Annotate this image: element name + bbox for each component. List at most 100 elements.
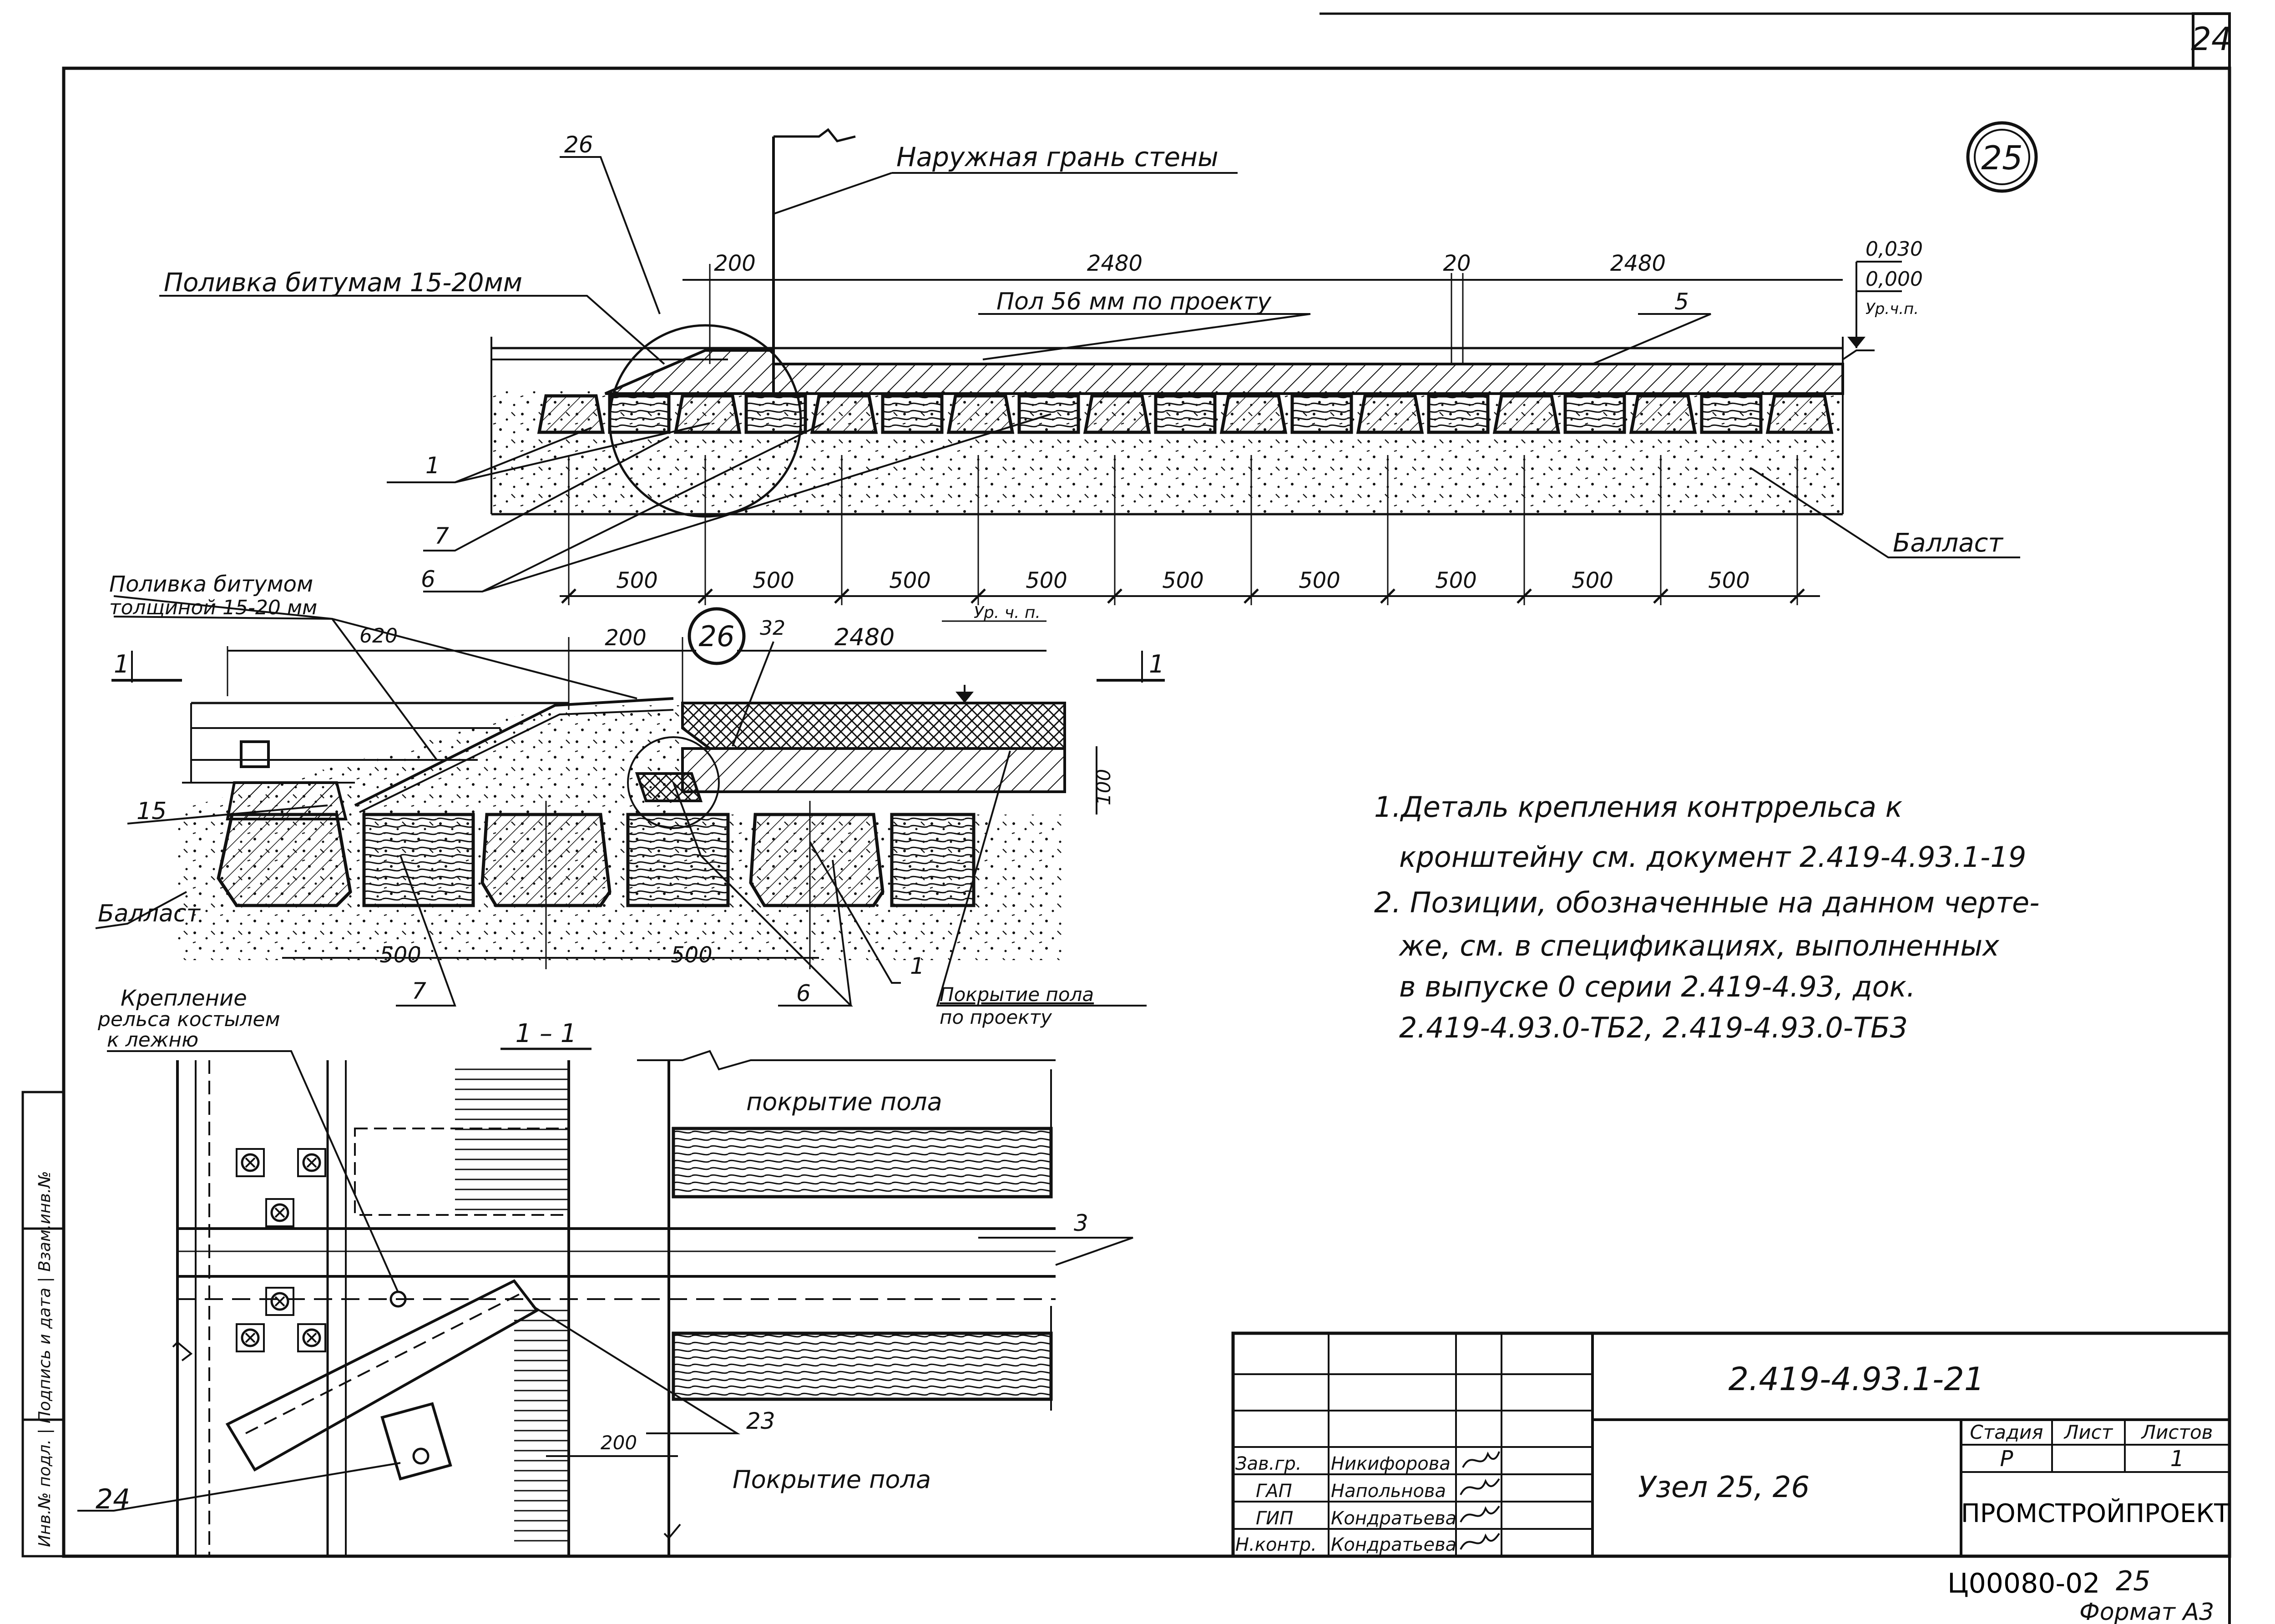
concrete-tie (1083, 394, 1151, 434)
concrete-tie (1492, 394, 1561, 434)
side-stamp-text: Инв.№ подл. | Подпись и дата | Взам.инв.… (35, 1171, 54, 1547)
level-tag-detail: Ур. ч. п. (974, 603, 1041, 622)
concrete-tie (537, 394, 605, 434)
note-line: 1.Деталь крепления контррельса к (1374, 790, 1903, 824)
floor-cover-upper: покрытие пола (746, 1088, 942, 1116)
concrete-tie (946, 394, 1015, 434)
spacing-label: 500 (1026, 568, 1067, 593)
bolt-icon (297, 1323, 326, 1352)
note-line: кронштейну см. документ 2.419-4.93.1-19 (1399, 840, 2026, 874)
wood-sleeper (1290, 394, 1353, 434)
level-000: 0,000 (1866, 268, 1923, 291)
concrete-tie (673, 394, 742, 434)
cut-mark-right: 1 (1149, 650, 1164, 678)
dim-500-b: 500 (671, 942, 713, 968)
stage-header: Стадия (1970, 1421, 2043, 1443)
dim-620: 620 (359, 624, 398, 648)
doc-code: 2.419-4.93.1-21 (1729, 1361, 1985, 1398)
note-line: же, см. в спецификациях, выполненных (1398, 929, 2000, 962)
section-1-1-title: 1 – 1 (516, 1019, 577, 1048)
wood-sleeper (1427, 394, 1490, 434)
pos-5-top: 5 (1674, 288, 1689, 315)
floor-cover-detail-2: по проекту (940, 1006, 1052, 1028)
spacing-label: 500 (753, 568, 794, 593)
bitumen-label-detail-1: Поливка битумом (109, 572, 313, 597)
drawing-title: Узел 25, 26 (1638, 1471, 1810, 1504)
person-name: Никифорова (1331, 1453, 1451, 1474)
bolt-icon (297, 1148, 326, 1177)
role-label: ГИП (1256, 1508, 1293, 1529)
pos-1-detail: 1 (910, 953, 925, 979)
person-name: Напольнова (1331, 1481, 1446, 1502)
cut-mark-left: 1 (114, 650, 129, 678)
sheets-value: 1 (2170, 1446, 2184, 1472)
ballast-label-detail: Балласт (98, 900, 201, 927)
spacing-label: 500 (1299, 568, 1340, 593)
signatures: Зав.гр. Никифорова ГАП Напольнова ГИП Ко… (1235, 1451, 1500, 1555)
wood-sleeper (1154, 394, 1217, 434)
pos-1-top: 1 (425, 452, 440, 479)
page-number: 25 (2116, 1565, 2150, 1597)
wall-face-label: Наружная грань стены (896, 142, 1218, 172)
fastening-label-2: рельса костылем (97, 1008, 280, 1031)
wood-sleeper (608, 394, 671, 434)
detail-26 (95, 595, 1165, 1007)
bitumen-label-top: Поливка битумам 15-20мм (164, 268, 522, 298)
bolt-icon (265, 1198, 294, 1227)
pos-7-detail: 7 (412, 978, 426, 1004)
wood-sleeper (1700, 394, 1763, 434)
pos-15: 15 (136, 798, 167, 825)
spacing-label: 500 (1708, 568, 1750, 593)
level-030: 0,030 (1866, 238, 1923, 261)
person-name: Кондратьева (1331, 1534, 1456, 1555)
node-marker-26 (688, 607, 746, 665)
node-marker-26-label: 26 (699, 620, 735, 653)
note-line: 2. Позиции, обозначенные на данном черте… (1374, 886, 2039, 919)
pos-3: 3 (1074, 1210, 1088, 1236)
node-marker-25 (1966, 121, 2038, 193)
sheet-number: 24 (2191, 20, 2231, 58)
spacing-label: 500 (1435, 568, 1477, 593)
dim-200-section: 200 (601, 1432, 637, 1454)
person-name: Кондратьева (1331, 1508, 1456, 1529)
spacing-label: 500 (889, 568, 931, 593)
concrete-tie (810, 394, 878, 434)
floor-cover-detail-1: Покрытие пола (940, 983, 1094, 1006)
wood-sleeper (1017, 394, 1080, 434)
concrete-tie (1765, 394, 1834, 434)
dim-2480-left: 2480 (1087, 251, 1143, 276)
wood-sleeper (881, 394, 944, 434)
spacing-label: 500 (1572, 568, 1613, 593)
bolt-icon (265, 1287, 294, 1316)
concrete-tie (1629, 394, 1697, 434)
pos-26-top: 26 (564, 132, 593, 158)
dim-200-detail: 200 (605, 625, 647, 651)
note-line: в выпуске 0 серии 2.419-4.93, док. (1399, 970, 1916, 1003)
dim-32: 32 (760, 617, 785, 640)
node-marker-25-label: 25 (1981, 139, 2023, 177)
role-label: Зав.гр. (1235, 1453, 1302, 1474)
side-stamp (21, 1091, 65, 1558)
dim-200-top: 200 (714, 251, 756, 276)
dim-100: 100 (1092, 769, 1115, 805)
ballast-label-top: Балласт (1893, 528, 2003, 558)
spacing-label: 500 (1162, 568, 1204, 593)
pos-6-detail: 6 (796, 980, 811, 1007)
note-line: 2.419-4.93.0-ТБ2, 2.419-4.93.0-ТБ3 (1399, 1011, 1908, 1044)
sheet-header: Лист (2063, 1421, 2113, 1443)
archive-number: Ц00080-02 (1947, 1568, 2100, 1599)
wood-sleeper (1563, 394, 1626, 434)
notes: 1.Деталь крепления контррельса к кронште… (1374, 790, 2039, 1044)
spacing-label: 500 (616, 568, 658, 593)
fastening-label-3: к лежню (107, 1028, 198, 1052)
pos-24: 24 (96, 1483, 130, 1515)
fastening-label-1: Крепление (121, 986, 247, 1011)
floor-label-top: Пол 56 мм по проекту (996, 288, 1272, 315)
section-1-1 (77, 1047, 1133, 1556)
floor-cover-lower: Покрытие пола (733, 1465, 931, 1494)
dim-2480-right: 2480 (1610, 251, 1666, 276)
organization: ПРОМСТРОЙПРОЕКТ (1961, 1498, 2230, 1528)
dim-20: 20 (1443, 251, 1471, 276)
level-tag-top: Ур.ч.п. (1866, 300, 1919, 318)
sheets-header: Листов (2141, 1421, 2213, 1443)
